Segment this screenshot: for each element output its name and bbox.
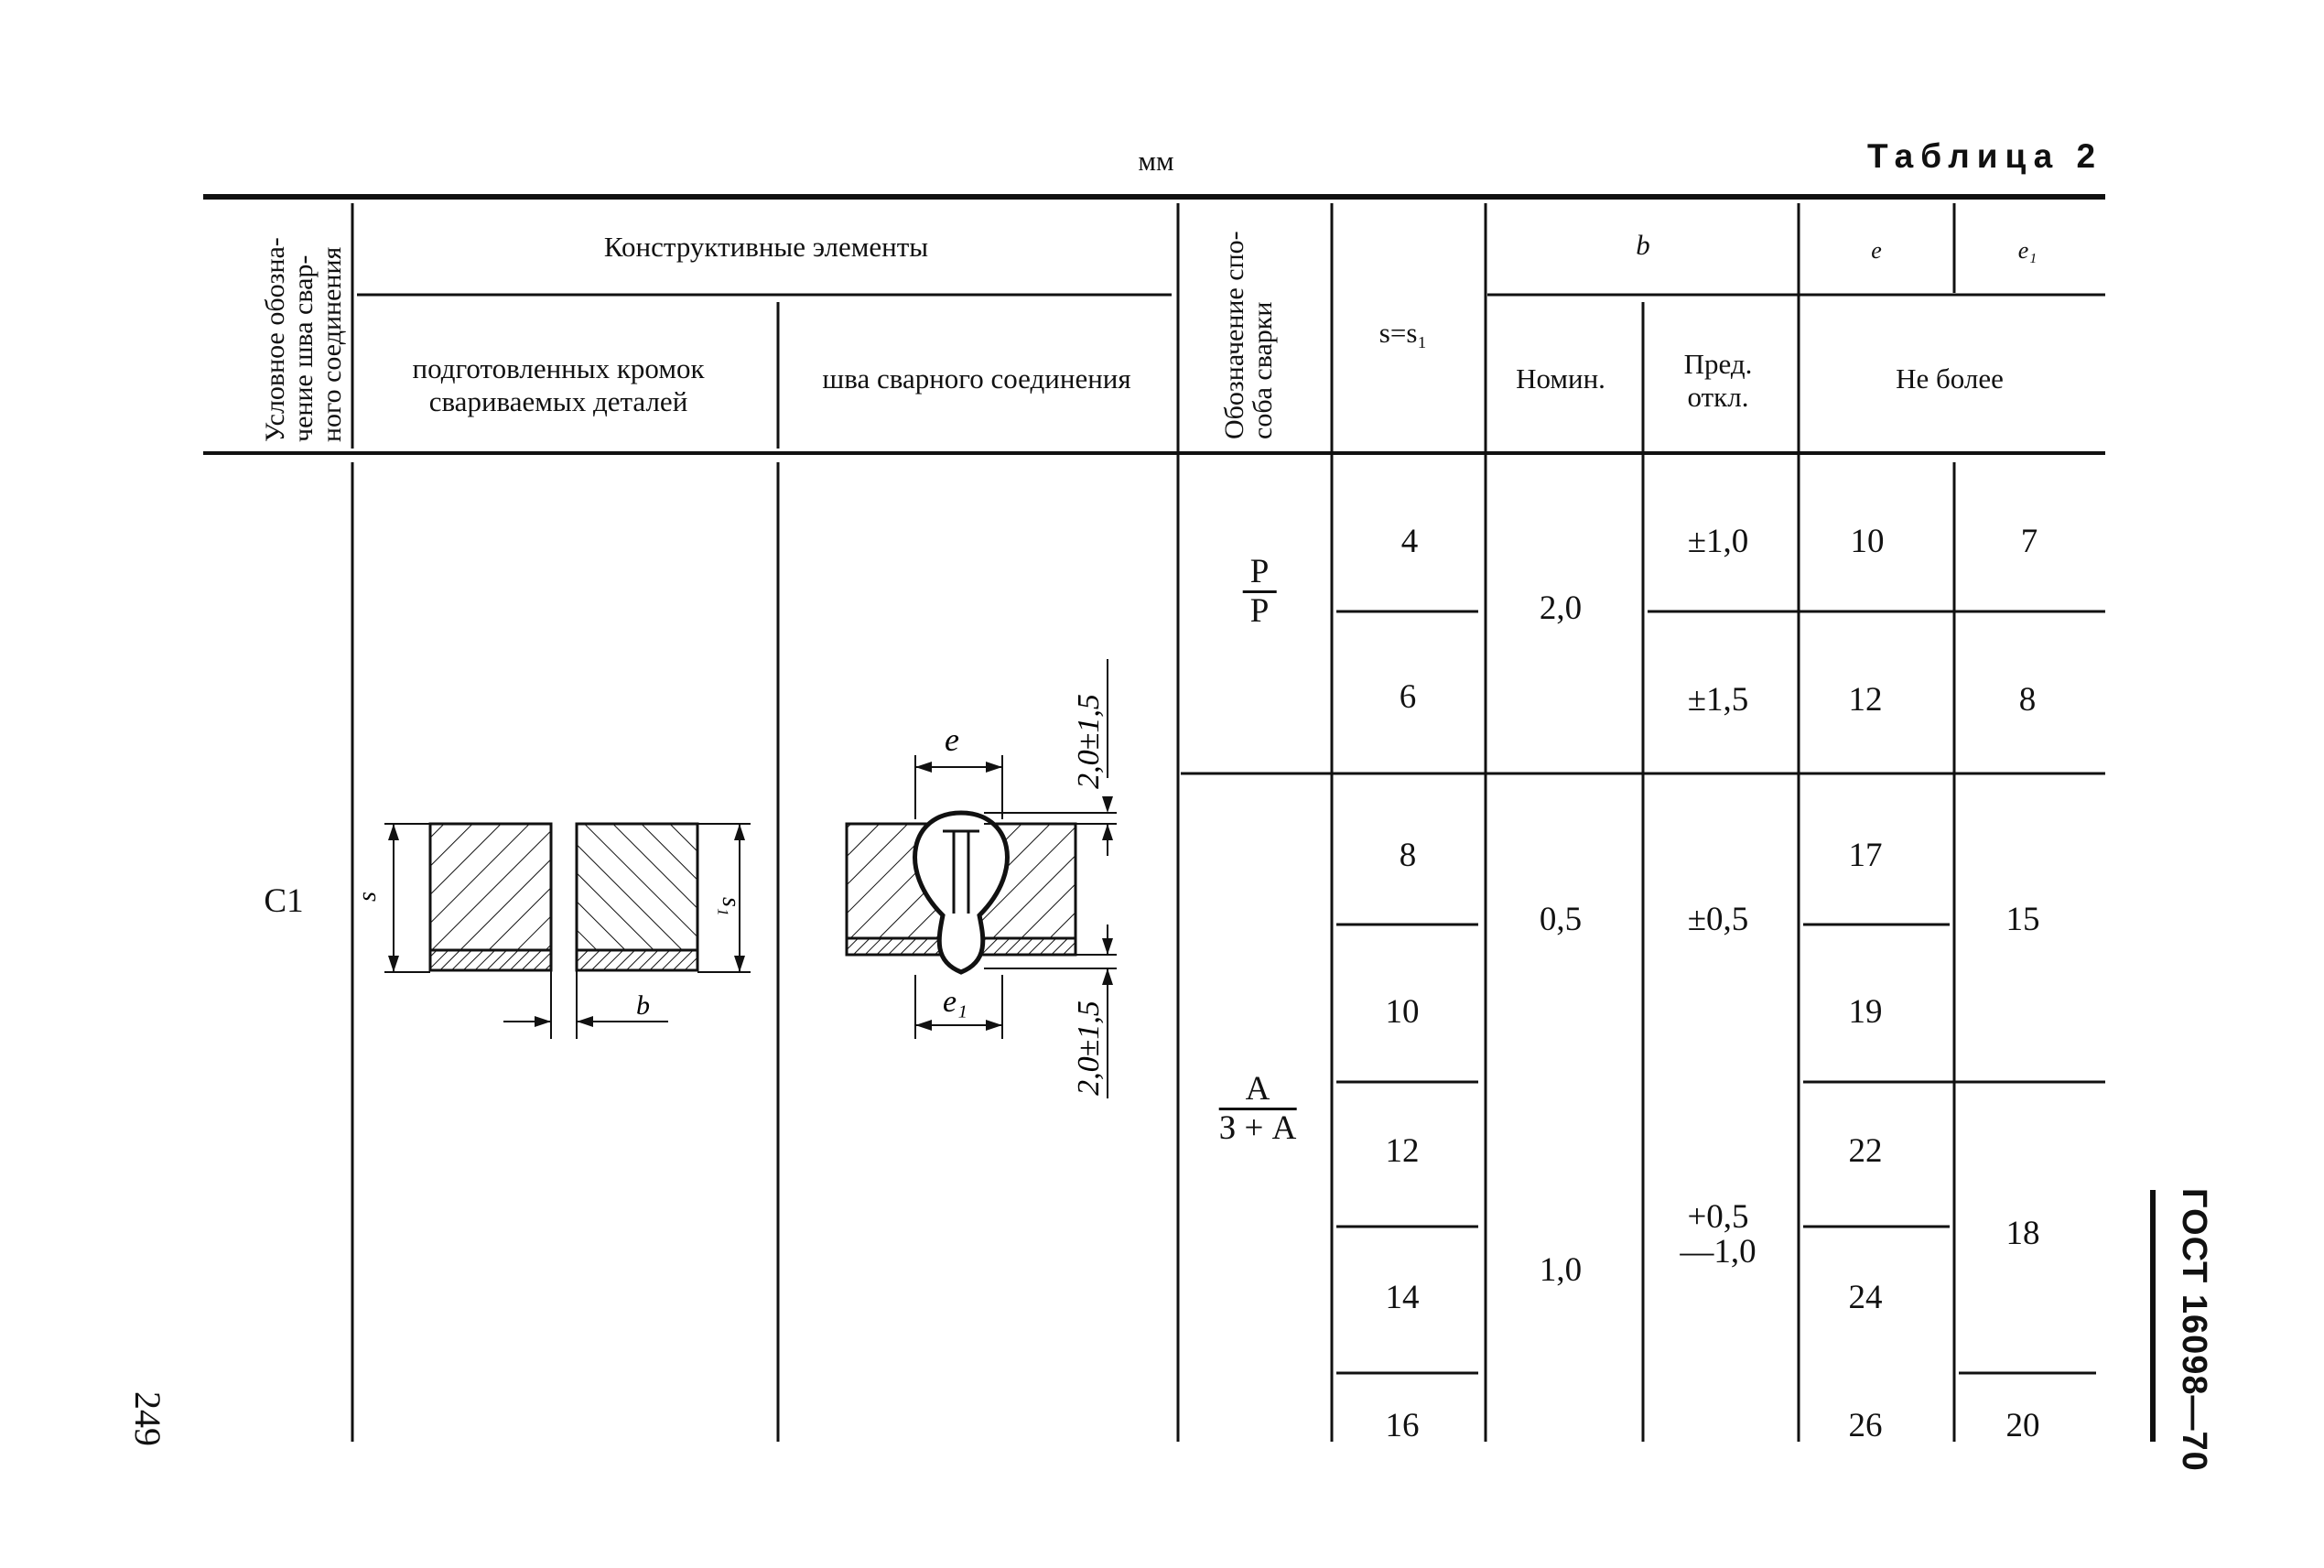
elements-header: Конструктивные элементы: [603, 231, 929, 263]
thickness-header: s=s₁: [1378, 317, 1428, 349]
table-cell-e: 12: [1848, 681, 1883, 719]
table-cell-b-deviation: ±0,5: [1687, 901, 1749, 938]
table-cell-e: 10: [1850, 523, 1885, 560]
e1-header: e₁: [2017, 237, 2038, 264]
table-cell-e1: 15: [2005, 901, 2040, 938]
nominal-header: Номин.: [1516, 362, 1605, 395]
prepared-edges-header: подготовленных кромок свариваемых детале…: [412, 352, 705, 417]
table-cell-e1: 7: [2020, 523, 2038, 560]
b-label: b: [636, 990, 650, 1021]
table-cell-s: 6: [1399, 678, 1417, 716]
b-header: b: [1636, 229, 1650, 261]
deviation-header: Пред. откл.: [1683, 348, 1753, 413]
tol-top-label: 2,0±1,5: [1072, 694, 1106, 789]
method-header: Обозначение спо- соба сварки: [1219, 231, 1278, 439]
table-cell-e: 17: [1848, 837, 1883, 874]
table-cell-b-deviation: —1,0: [1680, 1233, 1757, 1271]
table-cell-e: 22: [1848, 1132, 1883, 1170]
table-cell-e1: 20: [2005, 1407, 2040, 1444]
prepared-edges-drawing: s s₁ b: [357, 822, 751, 1039]
designation-header: Условное обозна- чение шва свар- ного со…: [260, 237, 347, 442]
table-cell-b-deviation: ±1,0: [1687, 523, 1749, 560]
s1-label: s₁: [717, 897, 745, 916]
table-cell-e: 24: [1848, 1279, 1883, 1316]
table-cell-s: 12: [1385, 1132, 1420, 1170]
page-number: 249: [127, 1391, 168, 1446]
table-cell-b-deviation: +0,5: [1687, 1198, 1749, 1236]
table-title: Таблица 2: [1867, 137, 2103, 175]
table-cell-e1: 8: [2018, 681, 2037, 719]
table-cell-s: 14: [1385, 1279, 1420, 1316]
table-cell-s: 4: [1400, 523, 1419, 560]
table-cell-b-nominal: 0,5: [1539, 901, 1583, 938]
table-cell-e1: 18: [2005, 1215, 2040, 1252]
table-cell-s: 16: [1385, 1407, 1420, 1444]
table-cell-e: 19: [1848, 993, 1883, 1031]
table-cell-b-nominal: 1,0: [1539, 1251, 1583, 1289]
table-cell-s: 8: [1399, 837, 1417, 874]
e1-label: e₁: [943, 985, 967, 1019]
table-cell-b-deviation: ±1,5: [1687, 681, 1749, 719]
e-header: e: [1871, 237, 1882, 264]
table-cell-s: 10: [1385, 993, 1420, 1031]
table-cell-e: 26: [1848, 1407, 1883, 1444]
s-label: s: [357, 892, 382, 902]
weld-header: шва сварного соединения: [822, 362, 1131, 395]
unit-label: мм: [1138, 145, 1174, 177]
weld-drawing: e e₁ 2,0±1,5 2,0±1,5: [845, 659, 1117, 1098]
e-label: e: [945, 721, 959, 758]
joint-code: C1: [264, 882, 304, 920]
max-header: Не более: [1896, 362, 2004, 395]
table-cell-b-nominal: 2,0: [1539, 589, 1583, 627]
tol-bottom-label: 2,0±1,5: [1072, 1000, 1106, 1096]
standard-label: ГОСТ 16098—70: [2175, 1188, 2213, 1472]
